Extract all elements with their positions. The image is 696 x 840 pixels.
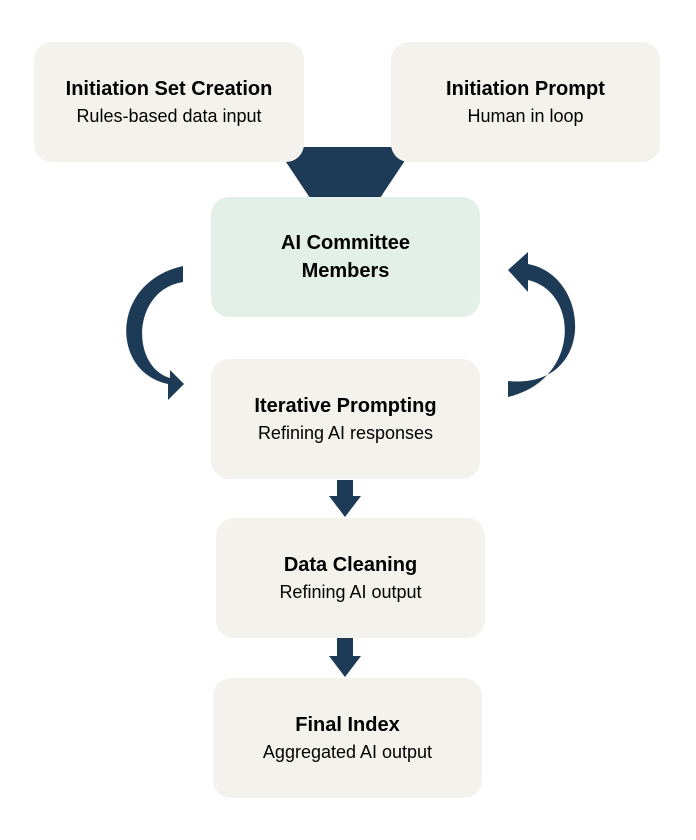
node-title: Initiation Set Creation [65, 78, 273, 100]
node-subtitle: Aggregated AI output [262, 742, 433, 762]
node-title: Data Cleaning [283, 554, 418, 576]
node-final-index: Final Index Aggregated AI output [213, 678, 482, 798]
node-ai-committee-members: AI Committee Members [211, 197, 480, 317]
node-title: AI Committee Members [281, 232, 410, 282]
down-arrow-cleaning-to-final [329, 638, 361, 677]
node-initiation-prompt: Initiation Prompt Human in loop [391, 42, 660, 162]
node-iterative-prompting: Iterative Prompting Refining AI response… [211, 359, 480, 479]
node-subtitle: Refining AI output [279, 582, 422, 602]
node-initiation-set-creation: Initiation Set Creation Rules-based data… [34, 42, 304, 162]
node-title: Initiation Prompt [446, 78, 605, 100]
node-subtitle: Human in loop [467, 106, 584, 126]
down-arrow-iterative-to-cleaning [329, 480, 361, 517]
node-subtitle: Refining AI responses [257, 423, 434, 443]
node-data-cleaning: Data Cleaning Refining AI output [216, 518, 485, 638]
node-title: Final Index [295, 714, 400, 736]
curved-arrow-committee-to-iterative [126, 266, 184, 400]
node-subtitle: Rules-based data input [76, 106, 262, 126]
curved-arrow-iterative-to-committee [508, 252, 576, 397]
node-title: Iterative Prompting [254, 395, 437, 417]
